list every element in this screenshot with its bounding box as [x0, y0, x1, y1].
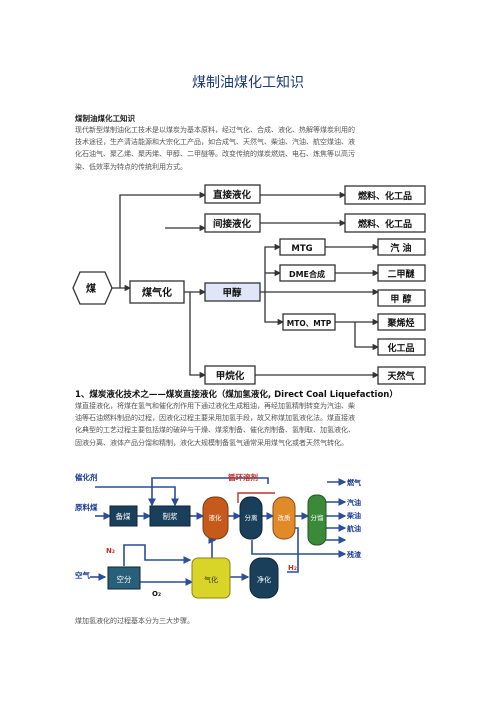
- o2-label: O₂: [152, 590, 161, 598]
- body-line: 固液分离、液体产品分馏和精制，液化大规模制备氢气通常采用煤气化或者天然气转化。: [75, 438, 348, 447]
- product-label: 汽 油: [390, 242, 411, 254]
- coal-prep-unit: [109, 505, 138, 527]
- closing-line: 煤加氢液化的过程基本分为三大步骤。: [75, 617, 194, 625]
- product-node: [377, 313, 426, 331]
- upgrading-vessel: [272, 496, 296, 540]
- slurry-label: 制浆: [163, 511, 178, 521]
- intro-line: 染、低效率为特点的传统利用方式。: [75, 162, 187, 171]
- indirect-liquefaction-node: [204, 213, 261, 233]
- product-node: [377, 289, 426, 307]
- purification-label: 净化: [257, 575, 271, 584]
- mto-node: [282, 313, 336, 331]
- intro-line: 现代新型煤制油化工技术是以煤炭为基本原料，经过气化、合成、液化、热解等煤炭利用的: [75, 126, 355, 134]
- n2-label: N₂: [106, 547, 115, 555]
- product-label: 燃料、化工品: [358, 218, 412, 230]
- methanation-label: 甲烷化: [216, 370, 245, 382]
- coal-prep-label: 备煤: [116, 511, 131, 521]
- mtg-label: MTG: [291, 244, 312, 254]
- slurry-unit: [149, 505, 191, 527]
- product-node: [377, 264, 426, 282]
- gasification-label: 煤气化: [142, 286, 172, 299]
- upgrading-label: 改质: [278, 513, 292, 522]
- product-label: 天然气: [387, 370, 414, 382]
- dme-node: [279, 264, 336, 282]
- direct-liquefaction-node: [204, 184, 261, 204]
- section-heading: 1、煤炭液化技术之——煤炭直接液化（煤加氢液化, Direct Coal Liq…: [75, 390, 398, 400]
- body-line: 煤直接液化，将煤在氢气和催化剂作用下通过液化生成粗油，再经加氢精制转变为汽油、柴: [75, 402, 355, 410]
- product-label: 二甲醚: [387, 268, 414, 280]
- gasification-node: [129, 280, 185, 304]
- liquefaction-reactor: [202, 496, 229, 540]
- page-title: 煤制油煤化工知识: [192, 75, 304, 91]
- air-separation-label: 空分: [117, 574, 132, 584]
- air-label: 空气: [75, 570, 90, 580]
- body-line: 油等石油燃料制品的过程，因液化过程主要采用加氢手段，故又称煤加氢液化法。煤直接液: [75, 414, 355, 423]
- section-label: 煤制油煤化工知识: [75, 114, 135, 123]
- coal-label: 煤: [86, 282, 96, 295]
- coal-node: [72, 271, 113, 305]
- mto-label: MTO、MTP: [287, 319, 332, 328]
- product-label: 甲 醇: [390, 293, 411, 305]
- product-node: [344, 213, 426, 233]
- separation-label: 分离: [245, 513, 259, 522]
- separation-vessel: [239, 496, 263, 540]
- air-separation-unit: [107, 566, 141, 590]
- h2-label: H₂: [288, 564, 297, 572]
- product-label: 燃料、化工品: [358, 190, 412, 202]
- product-label: 聚烯烃: [386, 317, 414, 329]
- recycle-solvent-label: 循环溶剂: [228, 472, 258, 482]
- output-label: 汽油: [347, 498, 361, 507]
- raw-coal-label: 原料煤: [75, 502, 98, 512]
- fractionation-column: [307, 494, 327, 546]
- mtg-node: [279, 238, 326, 256]
- product-node: [377, 338, 426, 356]
- methanol-node: [204, 282, 261, 302]
- product-node: [377, 366, 426, 385]
- output-label: 柴油: [346, 511, 361, 520]
- purification-unit: [249, 557, 279, 599]
- intro-line: 技术途径，生产清洁能源和大宗化工产品，如合成气、天然气、柴油、汽油、航空煤油、液: [75, 138, 355, 147]
- output-label: 航油: [347, 524, 361, 533]
- intro-paragraph: 现代新型煤制油化工技术是以煤炭为基本原料，经过气化、合成、液化、热解等煤炭利用的…: [75, 124, 427, 173]
- liquefaction-label: 液化: [209, 513, 223, 522]
- catalyst-label: 催化剂: [75, 472, 98, 482]
- methanation-node: [204, 365, 256, 385]
- product-label: 化工品: [387, 342, 414, 354]
- fractionation-label: 分馏: [311, 513, 325, 522]
- body-line: 化典型的工艺过程主要包括煤的破碎与干燥、煤浆制备、催化剂制备、氢制取、加氢液化、: [75, 426, 355, 435]
- indirect-liquefaction-label: 间接液化: [213, 218, 252, 230]
- direct-liquefaction-label: 直接液化: [213, 189, 252, 201]
- methanol-label: 甲醇: [222, 287, 242, 299]
- output-label: 残渣: [347, 550, 362, 559]
- body-paragraph: 煤直接液化，将煤在氢气和催化剂作用下通过液化生成粗油，再经加氢精制转变为汽油、柴…: [75, 400, 427, 449]
- dme-label: DME合成: [289, 269, 325, 279]
- product-node: [377, 238, 426, 256]
- output-label: 燃气: [346, 478, 361, 487]
- product-node: [344, 185, 426, 205]
- gasifier-unit: [191, 557, 231, 599]
- intro-line: 化石油气、聚乙烯、聚丙烯、甲醇、二甲醚等。改变传统的煤炭燃烧、电石、炼焦等以高污: [75, 150, 355, 159]
- gasifier-label: 气化: [204, 575, 218, 584]
